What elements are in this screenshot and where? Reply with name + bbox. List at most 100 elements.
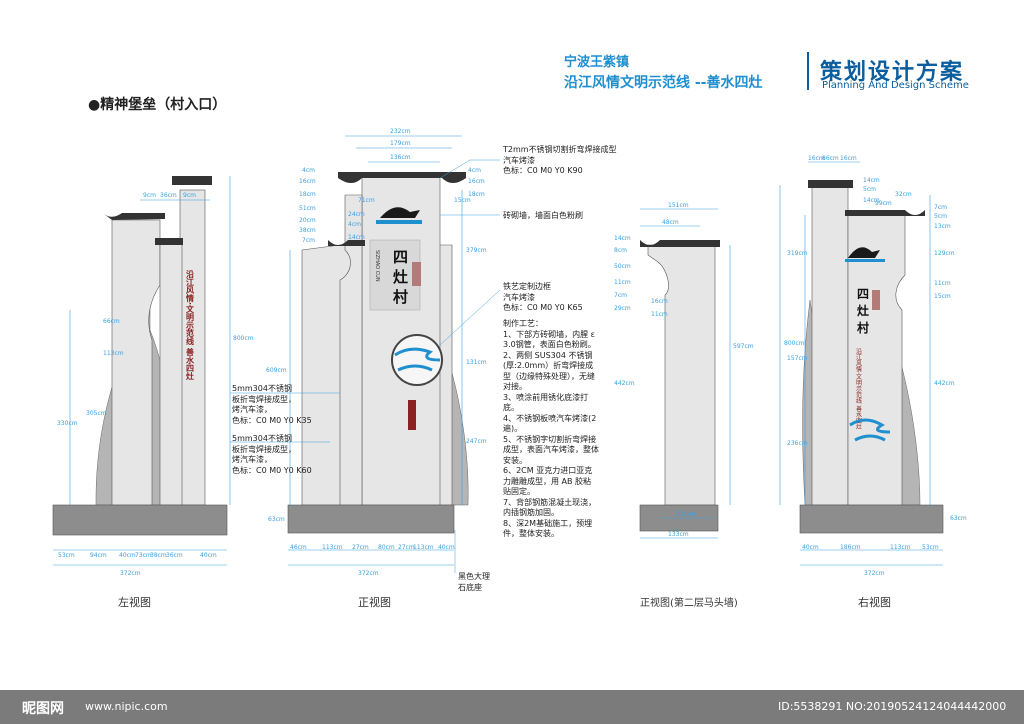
svg-text:113cm: 113cm	[413, 544, 434, 551]
svg-text:38cm: 38cm	[150, 552, 167, 559]
svg-text:247cm: 247cm	[466, 438, 487, 445]
front-medallion-frame	[391, 334, 443, 386]
right-char-3: 村	[857, 320, 869, 335]
svg-text:597cm: 597cm	[733, 343, 754, 350]
caption-front-view: 正视图	[358, 596, 391, 609]
page-title: 策划设计方案	[820, 60, 965, 85]
svg-text:99cm: 99cm	[875, 200, 892, 207]
left-inner-pillar	[159, 239, 183, 506]
annotation-steel-roof: T2mm不锈钢切割折弯焊接成型 汽车烤漆 色标：C0 M0 Y0 K90	[503, 145, 617, 175]
svg-text:11cm: 11cm	[614, 279, 631, 286]
left-eave	[104, 213, 165, 220]
svg-text:15cm: 15cm	[934, 293, 951, 300]
svg-text:32cm: 32cm	[895, 191, 912, 198]
front-name-plate	[369, 239, 421, 311]
svg-text:609cm: 609cm	[266, 367, 287, 374]
svg-text:53cm: 53cm	[922, 544, 939, 551]
right-seal	[872, 290, 880, 310]
svg-text:8cm: 8cm	[614, 247, 627, 254]
caption-right-view: 右视图	[858, 596, 891, 609]
svg-text:113cm: 113cm	[890, 544, 911, 551]
svg-text:36cm: 36cm	[160, 192, 177, 199]
svg-text:63cm: 63cm	[950, 515, 967, 522]
svg-text:18cm: 18cm	[468, 191, 485, 198]
svg-text:20cm: 20cm	[299, 217, 316, 224]
front2-eave	[640, 240, 720, 247]
front-left-eave	[328, 240, 365, 246]
svg-text:151cm: 151cm	[668, 202, 689, 209]
annotation-iron-frame: 铁艺定制边框 汽车烤漆 色标：C0 M0 Y0 K65	[503, 282, 583, 312]
svg-text:71cm: 71cm	[358, 197, 375, 204]
svg-text:129cm: 129cm	[934, 250, 955, 257]
right-logo-wave	[845, 259, 885, 262]
watermark-footer: 昵图网 www.nipic.com ID:5538291 NO:20190524…	[0, 690, 1024, 724]
caption-left-view: 左视图	[118, 596, 151, 609]
left-base	[52, 504, 228, 536]
svg-text:38cm: 38cm	[299, 227, 316, 234]
svg-text:113cm: 113cm	[103, 350, 124, 357]
svg-text:14cm: 14cm	[863, 197, 880, 204]
right-main-body	[847, 214, 906, 506]
svg-text:232cm: 232cm	[390, 128, 411, 135]
svg-text:16cm: 16cm	[651, 298, 668, 305]
svg-text:7cm: 7cm	[614, 292, 627, 299]
front2-wall-body	[647, 244, 716, 506]
svg-text:133cm: 133cm	[668, 531, 689, 538]
svg-text:157cm: 157cm	[787, 355, 808, 362]
svg-text:9cm: 9cm	[183, 192, 196, 199]
right-left-pillar	[811, 184, 849, 506]
svg-text:36cm: 36cm	[166, 552, 183, 559]
right-wave-1	[849, 418, 891, 434]
annotation-craft-process: 制作工艺： 1、下部方砖砌墙，内腥 ε 3.0钢管，表面白色粉刷。 2、两侧 S…	[503, 319, 599, 538]
svg-text:94cm: 94cm	[90, 552, 107, 559]
svg-text:186cm: 186cm	[840, 544, 861, 551]
svg-text:27cm: 27cm	[352, 544, 369, 551]
svg-text:80cm: 80cm	[378, 544, 395, 551]
header-line1: 宁波王紫镇	[564, 55, 630, 70]
annotation-plate-k60: 5mm304不锈钢 板折弯焊接成型， 烤汽车漆， 色标：C0 M0 Y0 K60	[232, 434, 312, 475]
svg-text:16cm: 16cm	[808, 155, 825, 162]
header-line2: 沿江风情文明示范线 --善水四灶	[564, 75, 763, 91]
right-wave-2	[854, 434, 886, 442]
svg-text:11cm: 11cm	[934, 280, 951, 287]
front-dim-total: 372cm	[358, 570, 379, 577]
svg-text:7cm: 7cm	[302, 237, 315, 244]
svg-text:102cm: 102cm	[675, 511, 696, 518]
elevation-drawing: .d{stroke:#3aa0e0;stroke-width:0.6;fill:…	[52, 128, 967, 577]
footer-id: ID:5538291 NO:20190524124044442000	[778, 700, 1007, 713]
right-dim-height: 800cm	[784, 340, 805, 347]
left-dim-total: 372cm	[120, 570, 141, 577]
left-dim-height: 800cm	[233, 335, 254, 342]
footer-site: www.nipic.com	[85, 700, 168, 713]
front-view-2: 151cm 48cm 14cm 8cm 50cm 11cm 7cm 29cm 4…	[614, 202, 754, 539]
right-dim-total: 372cm	[864, 570, 885, 577]
svg-text:179cm: 179cm	[390, 140, 411, 147]
svg-text:29cm: 29cm	[614, 305, 631, 312]
right-char-1: 四	[857, 287, 869, 301]
svg-text:136cm: 136cm	[390, 154, 411, 161]
front-char-1: 四	[393, 248, 408, 266]
front-logo-icon	[380, 207, 420, 218]
svg-text:53cm: 53cm	[58, 552, 75, 559]
right-logo-icon	[848, 247, 880, 258]
svg-text:18cm: 18cm	[299, 191, 316, 198]
left-view: 沿江风情·文明示范线 善水四灶 800cm 372cm 53cm 94cm 40…	[52, 176, 254, 577]
svg-text:16cm: 16cm	[468, 178, 485, 185]
svg-text:27cm: 27cm	[398, 544, 415, 551]
annotation-brick-wall: 砖砌墙，墙面白色粉刷	[503, 211, 583, 220]
svg-text:86cm: 86cm	[822, 155, 839, 162]
svg-text:330cm: 330cm	[57, 420, 78, 427]
header-divider	[807, 52, 809, 90]
annotation-plate-k35: 5mm304不锈钢 板折弯焊接成型， 烤汽车漆， 色标：C0 M0 Y0 K35	[232, 384, 312, 425]
svg-text:442cm: 442cm	[934, 380, 955, 387]
svg-text:113cm: 113cm	[322, 544, 343, 551]
svg-text:14cm: 14cm	[863, 177, 880, 184]
svg-text:5cm: 5cm	[863, 186, 876, 193]
svg-text:9cm: 9cm	[143, 192, 156, 199]
page-subtitle: Planning And Design Scheme	[822, 80, 969, 91]
svg-text:4cm: 4cm	[348, 221, 361, 228]
svg-text:13cm: 13cm	[934, 223, 951, 230]
svg-text:7cm: 7cm	[934, 204, 947, 211]
svg-text:236cm: 236cm	[787, 440, 808, 447]
svg-text:379cm: 379cm	[466, 247, 487, 254]
